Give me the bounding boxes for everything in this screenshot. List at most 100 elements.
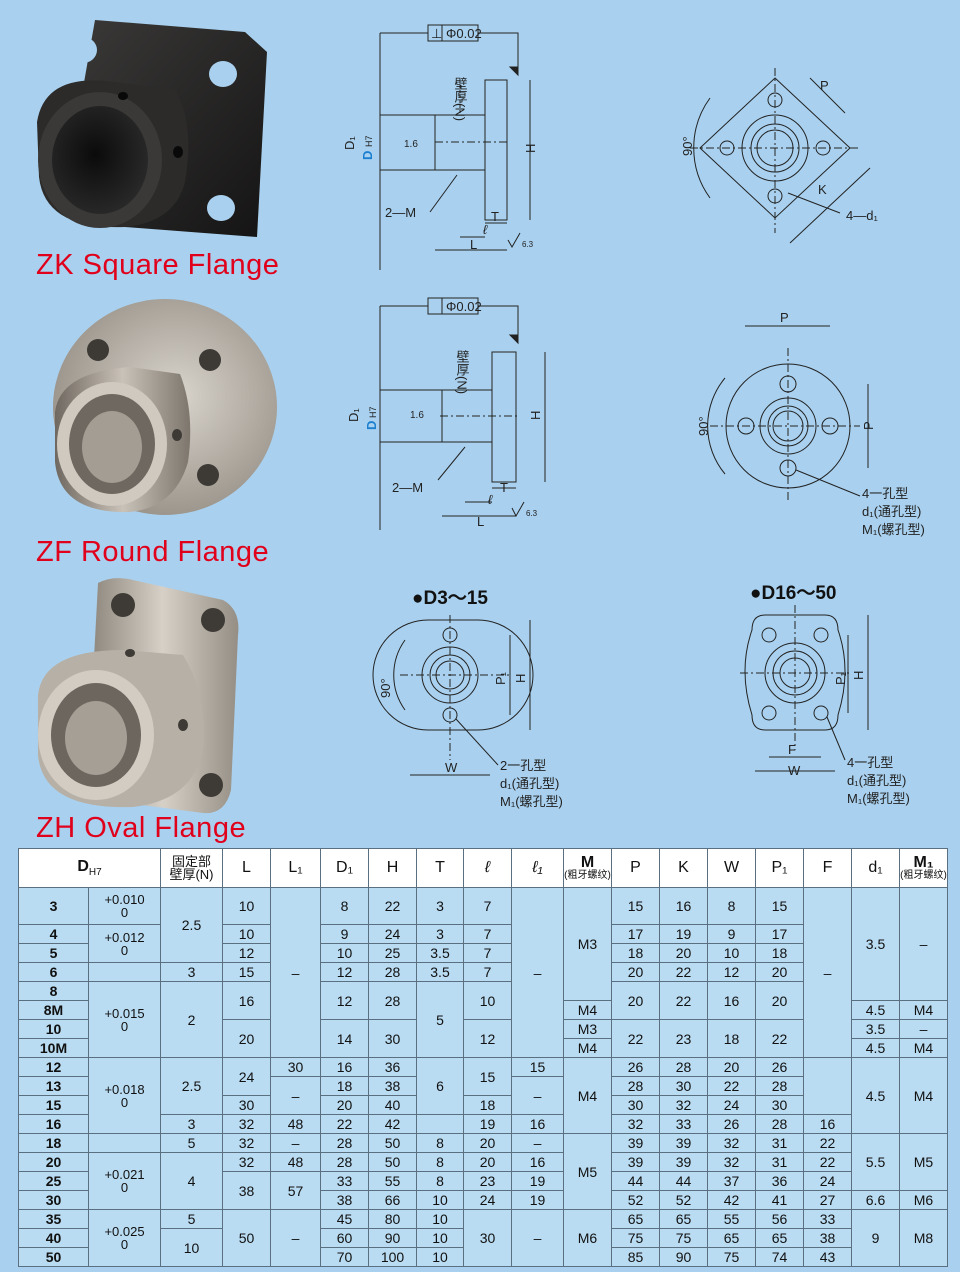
zh-oval-flange-label: ZH Oval Flange xyxy=(36,812,247,844)
m-cell: M4 xyxy=(563,1038,612,1058)
zh-small-oval-drawing: ●D3～15 90° P₁ H W 2一孔型 d₁(通孔型) M₁(螺孔型) xyxy=(372,588,563,809)
p-cell: 39 xyxy=(611,1133,660,1153)
p-cell: 22 xyxy=(611,1019,660,1058)
d1-cell: 14 xyxy=(320,1019,369,1058)
w-cell: 10 xyxy=(707,943,756,963)
through-hole-label: d₁(通孔型) xyxy=(847,773,906,788)
w-dimension: W xyxy=(445,760,458,775)
w-cell: 9 xyxy=(707,924,756,944)
p1-dimension: P₁ xyxy=(493,671,508,685)
w-cell: 22 xyxy=(707,1076,756,1096)
m1-cell: M4 xyxy=(899,1038,948,1058)
zh-large-oval-drawing: ●D16～50 P₁ H F W 4一孔型 d₁(通孔型) M₁(螺孔型) xyxy=(740,583,910,806)
wall-cell: 2.5 xyxy=(160,887,223,963)
k-cell: 39 xyxy=(659,1133,708,1153)
header-l1: L₁ xyxy=(270,848,321,888)
k-cell: 75 xyxy=(659,1228,708,1248)
k-cell: 22 xyxy=(659,962,708,982)
m-thread-label: 2—M xyxy=(385,205,416,220)
l-small-cell: 30 xyxy=(463,1209,512,1267)
p1-cell: 36 xyxy=(755,1171,804,1191)
d1-hole-cell: 4.5 xyxy=(851,1038,900,1058)
t-cell: 3 xyxy=(416,924,464,944)
w-cell: 65 xyxy=(707,1228,756,1248)
d1-cell: 9 xyxy=(320,924,369,944)
l1-small-cell: – xyxy=(511,1133,564,1153)
d-cell: 16 xyxy=(18,1114,89,1134)
k-cell: 22 xyxy=(659,981,708,1020)
f-cell: – xyxy=(803,887,852,1058)
l-cell: 10 xyxy=(222,887,271,925)
d1-hole-cell: 4.5 xyxy=(851,1057,900,1134)
header-d: DH7 xyxy=(18,848,161,888)
l-cell: 16 xyxy=(222,981,271,1020)
l-small-dimension: ℓ xyxy=(488,492,493,507)
w-cell: 37 xyxy=(707,1171,756,1191)
p-cell: 28 xyxy=(611,1076,660,1096)
m-thread-label: 2—M xyxy=(392,480,423,495)
header-l1-small: ℓ₁ xyxy=(511,848,564,888)
d1-dimension: D₁ xyxy=(346,408,361,422)
t-cell: 3 xyxy=(416,887,464,925)
h-cell: 38 xyxy=(368,1076,417,1096)
p-cell: 52 xyxy=(611,1190,660,1210)
header-p1: P₁ xyxy=(755,848,804,888)
h7-subscript: H7 xyxy=(368,406,378,418)
zk-square-flange-photo xyxy=(37,20,267,237)
f-cell: 22 xyxy=(803,1152,852,1172)
wall-cell: 5 xyxy=(160,1133,223,1153)
t-cell: 6 xyxy=(416,1057,464,1115)
p1-cell: 26 xyxy=(755,1057,804,1077)
t-cell: 10 xyxy=(416,1209,464,1229)
d-cell: 40 xyxy=(18,1228,89,1248)
l-cell: 38 xyxy=(222,1171,271,1210)
l1-cell: – xyxy=(270,887,321,1058)
wall-thickness-label: 壁厚(N) xyxy=(455,350,470,394)
h-cell: 100 xyxy=(368,1247,417,1267)
d1-dimension: D₁ xyxy=(342,136,357,150)
m-cell: M3 xyxy=(563,1019,612,1039)
p1-cell: 17 xyxy=(755,924,804,944)
h-cell: 28 xyxy=(368,962,417,982)
table-header-row: DH7 固定部壁厚(N) L L₁ D₁ H T ℓ ℓ₁ M(粗牙螺纹) P … xyxy=(18,848,948,888)
table-row: 50 70 100 10 85 90 75 74 43 xyxy=(18,1247,948,1267)
h-dimension: H xyxy=(513,674,528,683)
p-cell: 85 xyxy=(611,1247,660,1267)
f-cell: 33 xyxy=(803,1209,852,1229)
finish-value: 6.3 xyxy=(526,509,538,518)
d1-cell: 33 xyxy=(320,1171,369,1191)
d1-cell: 12 xyxy=(320,962,369,982)
l-small-cell: 7 xyxy=(463,943,512,963)
d-cell: 10 xyxy=(18,1019,89,1039)
p-side-dimension: P xyxy=(861,421,876,430)
table-row: 40 10 60 90 10 75 75 65 65 38 xyxy=(18,1228,948,1267)
d3-15-title: ●D3～15 xyxy=(412,588,488,609)
l-cell: 12 xyxy=(222,943,271,963)
h-dimension: H xyxy=(851,671,866,680)
l-small-cell: 18 xyxy=(463,1095,512,1115)
header-d1: D₁ xyxy=(320,848,369,888)
f-cell: 24 xyxy=(803,1171,852,1191)
w-cell: 42 xyxy=(707,1190,756,1210)
k-cell: 52 xyxy=(659,1190,708,1210)
wall-cell: 5 xyxy=(160,1209,223,1229)
f-cell: 27 xyxy=(803,1190,852,1210)
p1-cell: 41 xyxy=(755,1190,804,1210)
l-small-cell: 23 xyxy=(463,1171,512,1191)
t-cell: 8 xyxy=(416,1133,464,1153)
perpendicularity-symbol: ⊥ xyxy=(431,26,442,41)
w-cell: 32 xyxy=(707,1152,756,1172)
d1-cell: 28 xyxy=(320,1133,369,1153)
d1-cell: 18 xyxy=(320,1076,369,1096)
tolerance-value: Φ0.02 xyxy=(446,299,482,314)
tolerance-cell xyxy=(88,1133,161,1153)
table-row: 6 3 15 12 28 3.5 7 20 22 12 20 xyxy=(18,962,948,982)
thread-hole-label: M₁(螺孔型) xyxy=(500,794,563,809)
h-cell: 55 xyxy=(368,1171,417,1191)
p1-cell: 20 xyxy=(755,981,804,1020)
d-cell: 30 xyxy=(18,1190,89,1210)
wall-cell: 10 xyxy=(160,1228,223,1267)
